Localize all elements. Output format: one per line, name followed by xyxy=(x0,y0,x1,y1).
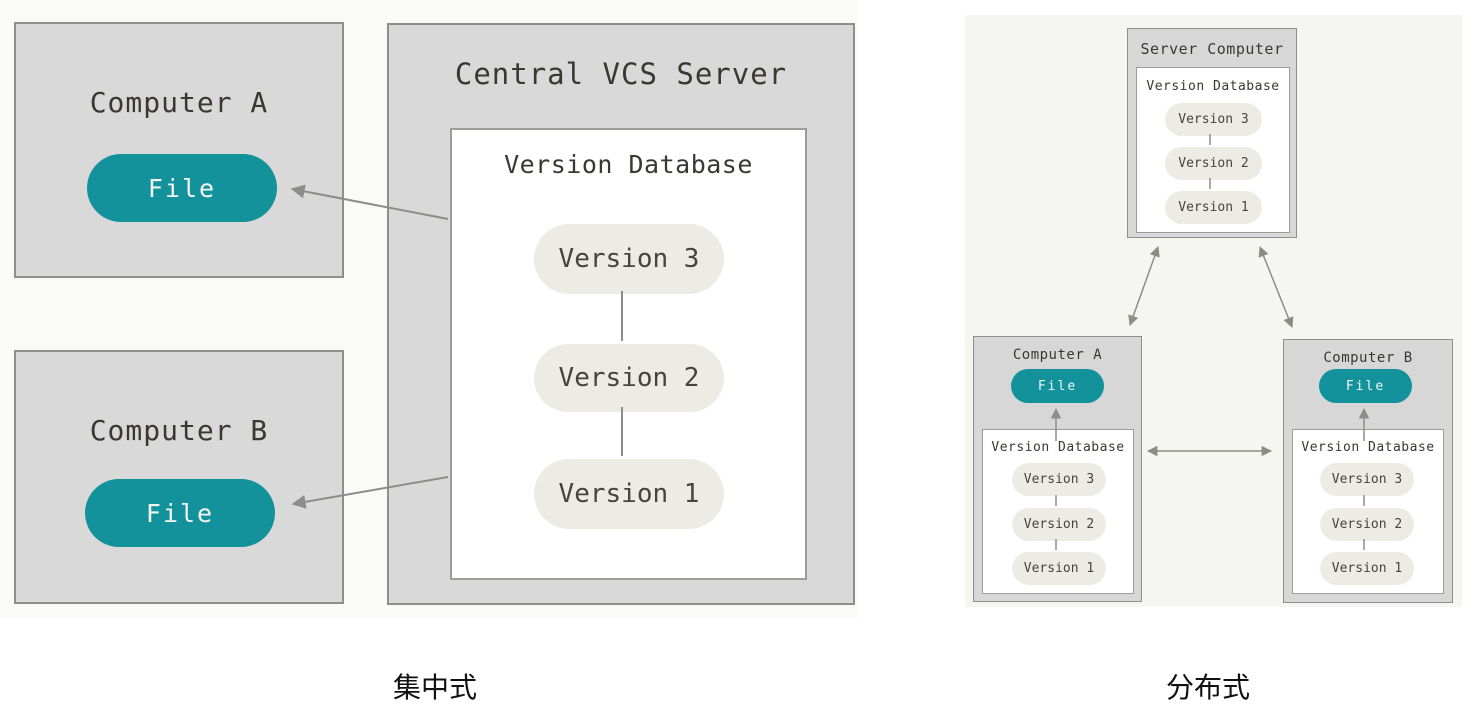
computer-a-title: Computer A xyxy=(1012,347,1103,363)
server-computer-box: Server Computer Version Database Version… xyxy=(1127,28,1297,238)
version-pill: Version 2 xyxy=(534,344,724,412)
version-pill: Version 3 xyxy=(1012,463,1106,496)
computer-b-title: Computer B xyxy=(89,414,269,447)
distributed-computer-a-box: Computer A File Version Database Version… xyxy=(973,336,1142,602)
version-pill: Version 2 xyxy=(1012,508,1106,541)
central-vcs-server-box: Central VCS Server Version Database Vers… xyxy=(387,23,855,605)
computer-a-title: Computer A xyxy=(89,86,269,119)
caption-distributed: 分布式 xyxy=(1165,672,1250,703)
version-pill: Version 1 xyxy=(1012,552,1106,585)
version-database-title: Version Database xyxy=(1301,440,1435,455)
centralized-computer-a-box: Computer A File xyxy=(14,22,344,278)
caption-centralized: 集中式 xyxy=(392,672,477,703)
distributed-computer-b-box: Computer B File Version Database Version… xyxy=(1283,339,1453,603)
version-pill: Version 3 xyxy=(534,224,724,294)
computer-b-title: Computer B xyxy=(1323,350,1413,366)
computer-a-file-pill: File xyxy=(87,154,277,222)
version-pill: Version 3 xyxy=(1165,103,1262,136)
server-computer-title: Server Computer xyxy=(1140,40,1284,58)
computer-a-version-database-box: Version Database Version 3 Version 2 Ver… xyxy=(982,429,1134,594)
version-pill: Version 1 xyxy=(534,459,724,529)
computer-b-version-database-box: Version Database Version 3 Version 2 Ver… xyxy=(1292,429,1444,594)
version-database-title: Version Database xyxy=(1146,79,1280,94)
computer-b-file-pill: File xyxy=(85,479,275,547)
server-version-database-box: Version Database Version 3 Version 2 Ver… xyxy=(1136,67,1290,233)
version-database-title: Version Database xyxy=(991,440,1125,455)
central-version-database-box: Version Database Version 3 Version 2 Ver… xyxy=(450,128,807,580)
computer-b-file-pill: File xyxy=(1319,369,1412,403)
version-pill: Version 2 xyxy=(1320,508,1414,541)
centralized-computer-b-box: Computer B File xyxy=(14,350,344,604)
version-pill: Version 2 xyxy=(1165,147,1262,180)
computer-a-file-pill: File xyxy=(1011,369,1104,403)
version-database-title: Version Database xyxy=(504,150,753,179)
version-pill: Version 1 xyxy=(1320,552,1414,585)
version-pill: Version 1 xyxy=(1165,191,1262,224)
version-pill: Version 3 xyxy=(1320,463,1414,496)
central-vcs-server-title: Central VCS Server xyxy=(454,57,788,91)
